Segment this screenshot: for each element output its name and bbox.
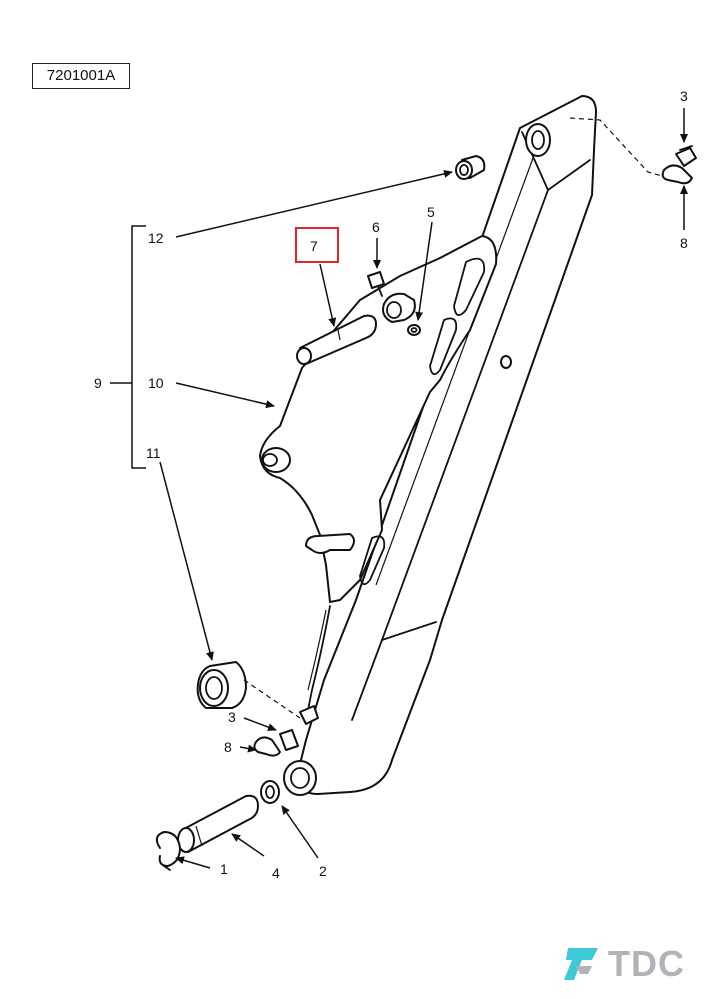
callout-5: 5 xyxy=(427,204,435,220)
washer-5 xyxy=(407,324,421,336)
bottom-bushing xyxy=(196,661,247,709)
callout-8-top: 8 xyxy=(680,235,688,251)
bolt-6 xyxy=(367,271,385,297)
grease-fitting-top xyxy=(675,145,697,167)
hose-fitting xyxy=(299,705,319,725)
clip-bottom xyxy=(253,736,281,757)
dashed-path-bottom xyxy=(243,679,301,719)
callout-7: 7 xyxy=(310,238,318,254)
group-bracket xyxy=(131,225,146,469)
washer-2 xyxy=(260,780,280,804)
callout-4: 4 xyxy=(272,865,280,881)
callout-9: 9 xyxy=(94,375,102,391)
leader-lines xyxy=(159,108,688,869)
grease-fitting-bottom xyxy=(279,729,299,751)
pin-4 xyxy=(177,794,259,853)
tdc-logo: TDC xyxy=(562,940,685,988)
callout-3-bottom: 3 xyxy=(228,709,236,725)
bushing-collar xyxy=(382,292,416,323)
callout-3-top: 3 xyxy=(680,88,688,104)
tdc-logo-mark-icon xyxy=(564,948,598,980)
tdc-logo-text: TDC xyxy=(608,943,685,984)
highlight-box-item-7 xyxy=(295,227,339,263)
boom-arm xyxy=(283,95,597,796)
callout-10: 10 xyxy=(148,375,164,391)
clip-top xyxy=(661,164,693,185)
top-bushing xyxy=(455,155,486,180)
callout-1: 1 xyxy=(220,861,228,877)
dashed-path-top xyxy=(569,117,663,177)
callout-2: 2 xyxy=(319,863,327,879)
retaining-ring-1 xyxy=(155,831,181,871)
callout-11: 11 xyxy=(146,445,161,461)
pin-7 xyxy=(296,314,377,365)
side-plate xyxy=(259,235,498,721)
drawing-reference-code: 7201001A xyxy=(32,63,130,89)
callout-6: 6 xyxy=(372,219,380,235)
callout-12: 12 xyxy=(148,230,164,246)
callout-8-bottom: 8 xyxy=(224,739,232,755)
